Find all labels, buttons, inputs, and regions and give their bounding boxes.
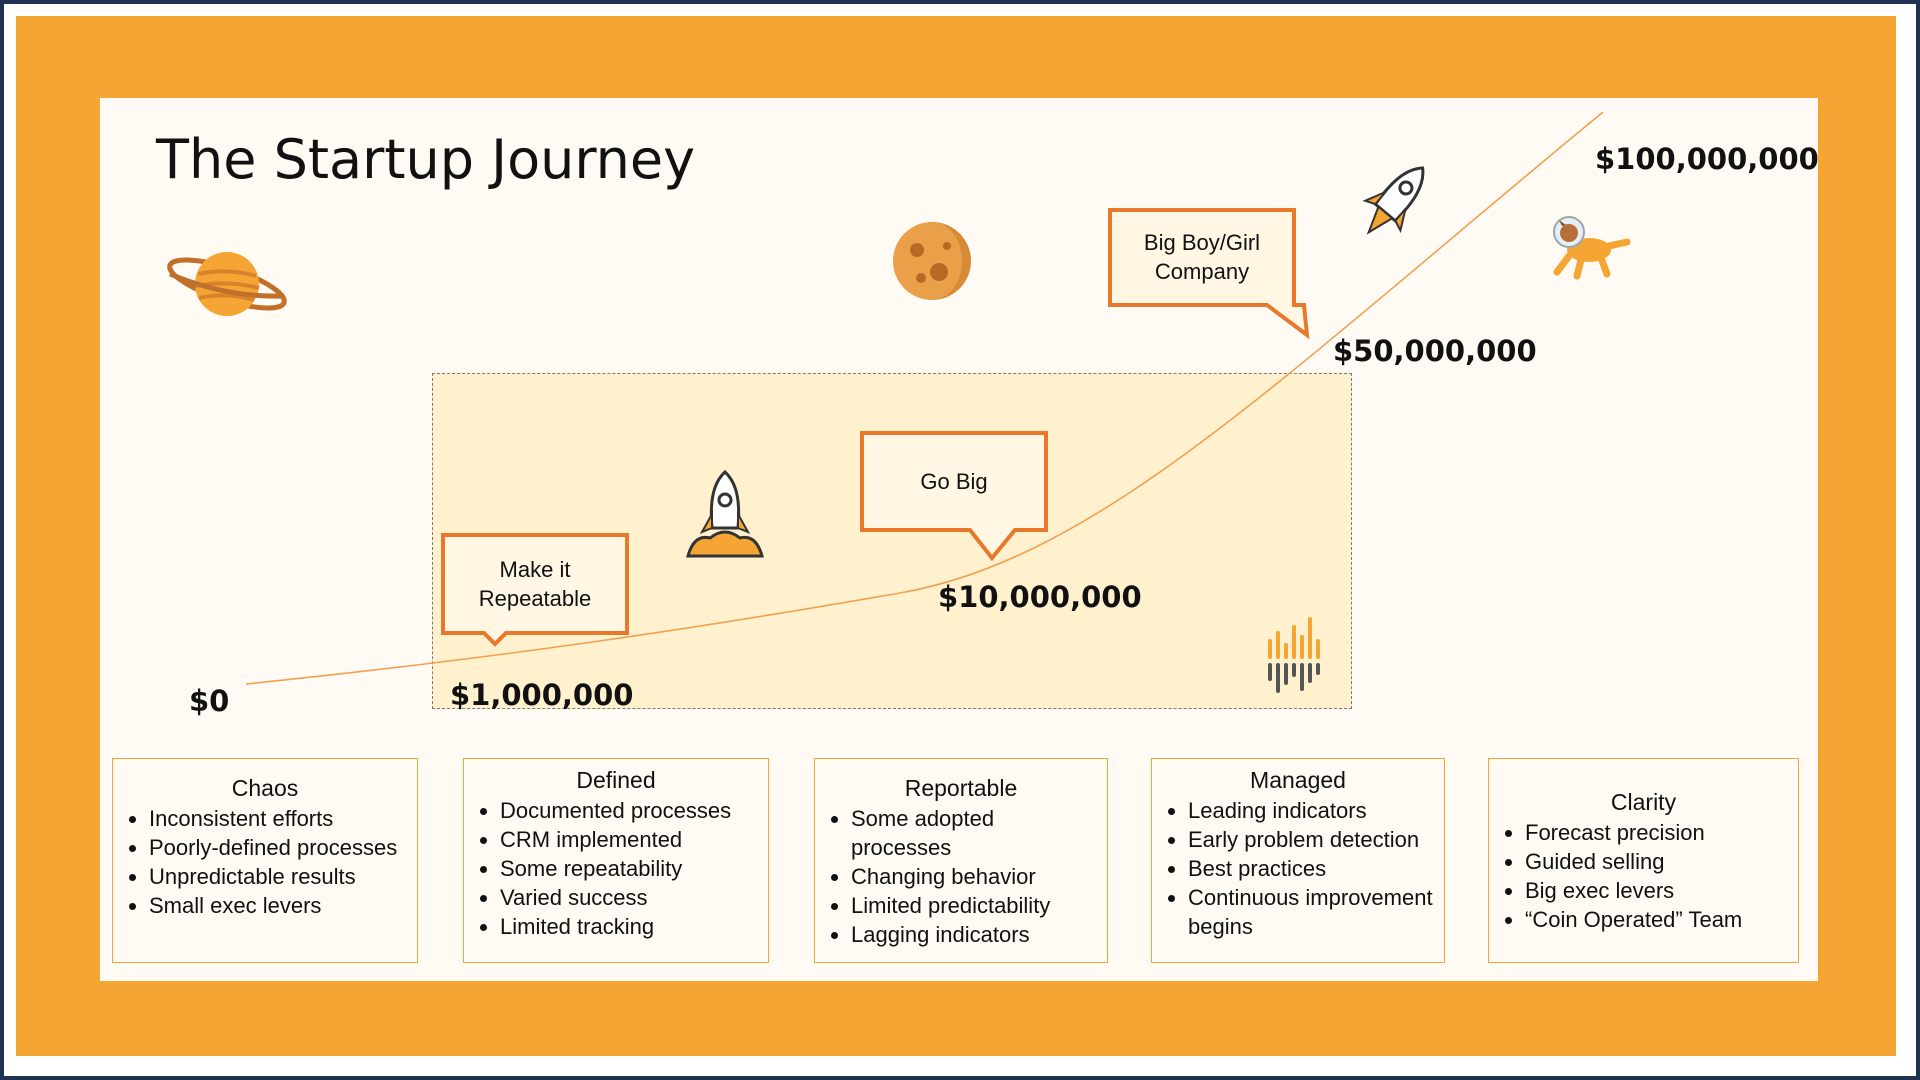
rocket-launch-icon — [686, 470, 764, 558]
milestone-50m: $50,000,000 — [1333, 334, 1537, 368]
callout-shapes — [441, 208, 1310, 647]
stage-defined: Defined Documented processes CRM impleme… — [463, 758, 769, 963]
milestone-10m: $10,000,000 — [938, 580, 1142, 614]
callout-repeatable-line1: Make it — [499, 557, 571, 582]
page-title: The Startup Journey — [156, 128, 696, 191]
stage-item: Varied success — [500, 883, 758, 912]
callout-big-company-line1: Big Boy/Girl — [1143, 230, 1261, 255]
astronaut-dog-icon — [1553, 216, 1631, 280]
stage-title: Reportable — [904, 775, 1018, 801]
moon-icon — [893, 222, 971, 300]
stage-item: Unpredictable results — [149, 862, 407, 891]
stage-item: Some repeatability — [500, 854, 758, 883]
milestone-0: $0 — [189, 684, 230, 718]
stage-item: Poorly-defined processes — [149, 833, 407, 862]
callout-big-company: Big Boy/Girl Company — [1110, 228, 1294, 286]
stage-title: Chaos — [231, 775, 299, 801]
stage-item: Limited tracking — [500, 912, 758, 941]
growth-curve — [245, 111, 1604, 685]
stage-item: Early problem detection — [1188, 825, 1434, 854]
bar-logo-icon — [1268, 617, 1320, 693]
stage-title: Defined — [576, 767, 656, 793]
slide-canvas: The Startup Journey $0 $1,000,000 $10,00… — [100, 98, 1818, 981]
stage-item: Documented processes — [500, 796, 758, 825]
stage-clarity: Clarity Forecast precision Guided sellin… — [1488, 758, 1799, 963]
stage-item: Changing behavior — [851, 862, 1097, 891]
stage-item: Big exec levers — [1525, 876, 1788, 905]
stage-item: Inconsistent efforts — [149, 804, 407, 833]
stage-item: Guided selling — [1525, 847, 1788, 876]
stage-item: Leading indicators — [1188, 796, 1434, 825]
stage-item: Continuous improvement begins — [1188, 883, 1434, 941]
stage-managed: Managed Leading indicators Early problem… — [1151, 758, 1445, 963]
stage-chaos: Chaos Inconsistent efforts Poorly-define… — [112, 758, 418, 963]
stage-item: Some adopted processes — [851, 804, 1097, 862]
stage-item: Best practices — [1188, 854, 1434, 883]
stage-item: Small exec levers — [149, 891, 407, 920]
rocket-icon — [1362, 166, 1425, 235]
callout-repeatable-line2: Repeatable — [478, 586, 592, 611]
milestone-1m: $1,000,000 — [450, 678, 634, 712]
stage-title: Clarity — [1610, 789, 1677, 815]
stage-item: CRM implemented — [500, 825, 758, 854]
callout-big-company-line2: Company — [1154, 259, 1250, 284]
stage-reportable: Reportable Some adopted processes Changi… — [814, 758, 1108, 963]
milestone-100m: $100,000,000 — [1595, 142, 1818, 176]
stage-title: Managed — [1250, 767, 1346, 793]
stage-item: Lagging indicators — [851, 920, 1097, 949]
stage-item: Limited predictability — [851, 891, 1097, 920]
stage-item: “Coin Operated” Team — [1525, 905, 1788, 934]
callout-repeatable: Make it Repeatable — [443, 555, 627, 613]
callout-go-big: Go Big — [920, 469, 988, 494]
stage-item: Forecast precision — [1525, 818, 1788, 847]
planet-icon — [167, 252, 287, 316]
